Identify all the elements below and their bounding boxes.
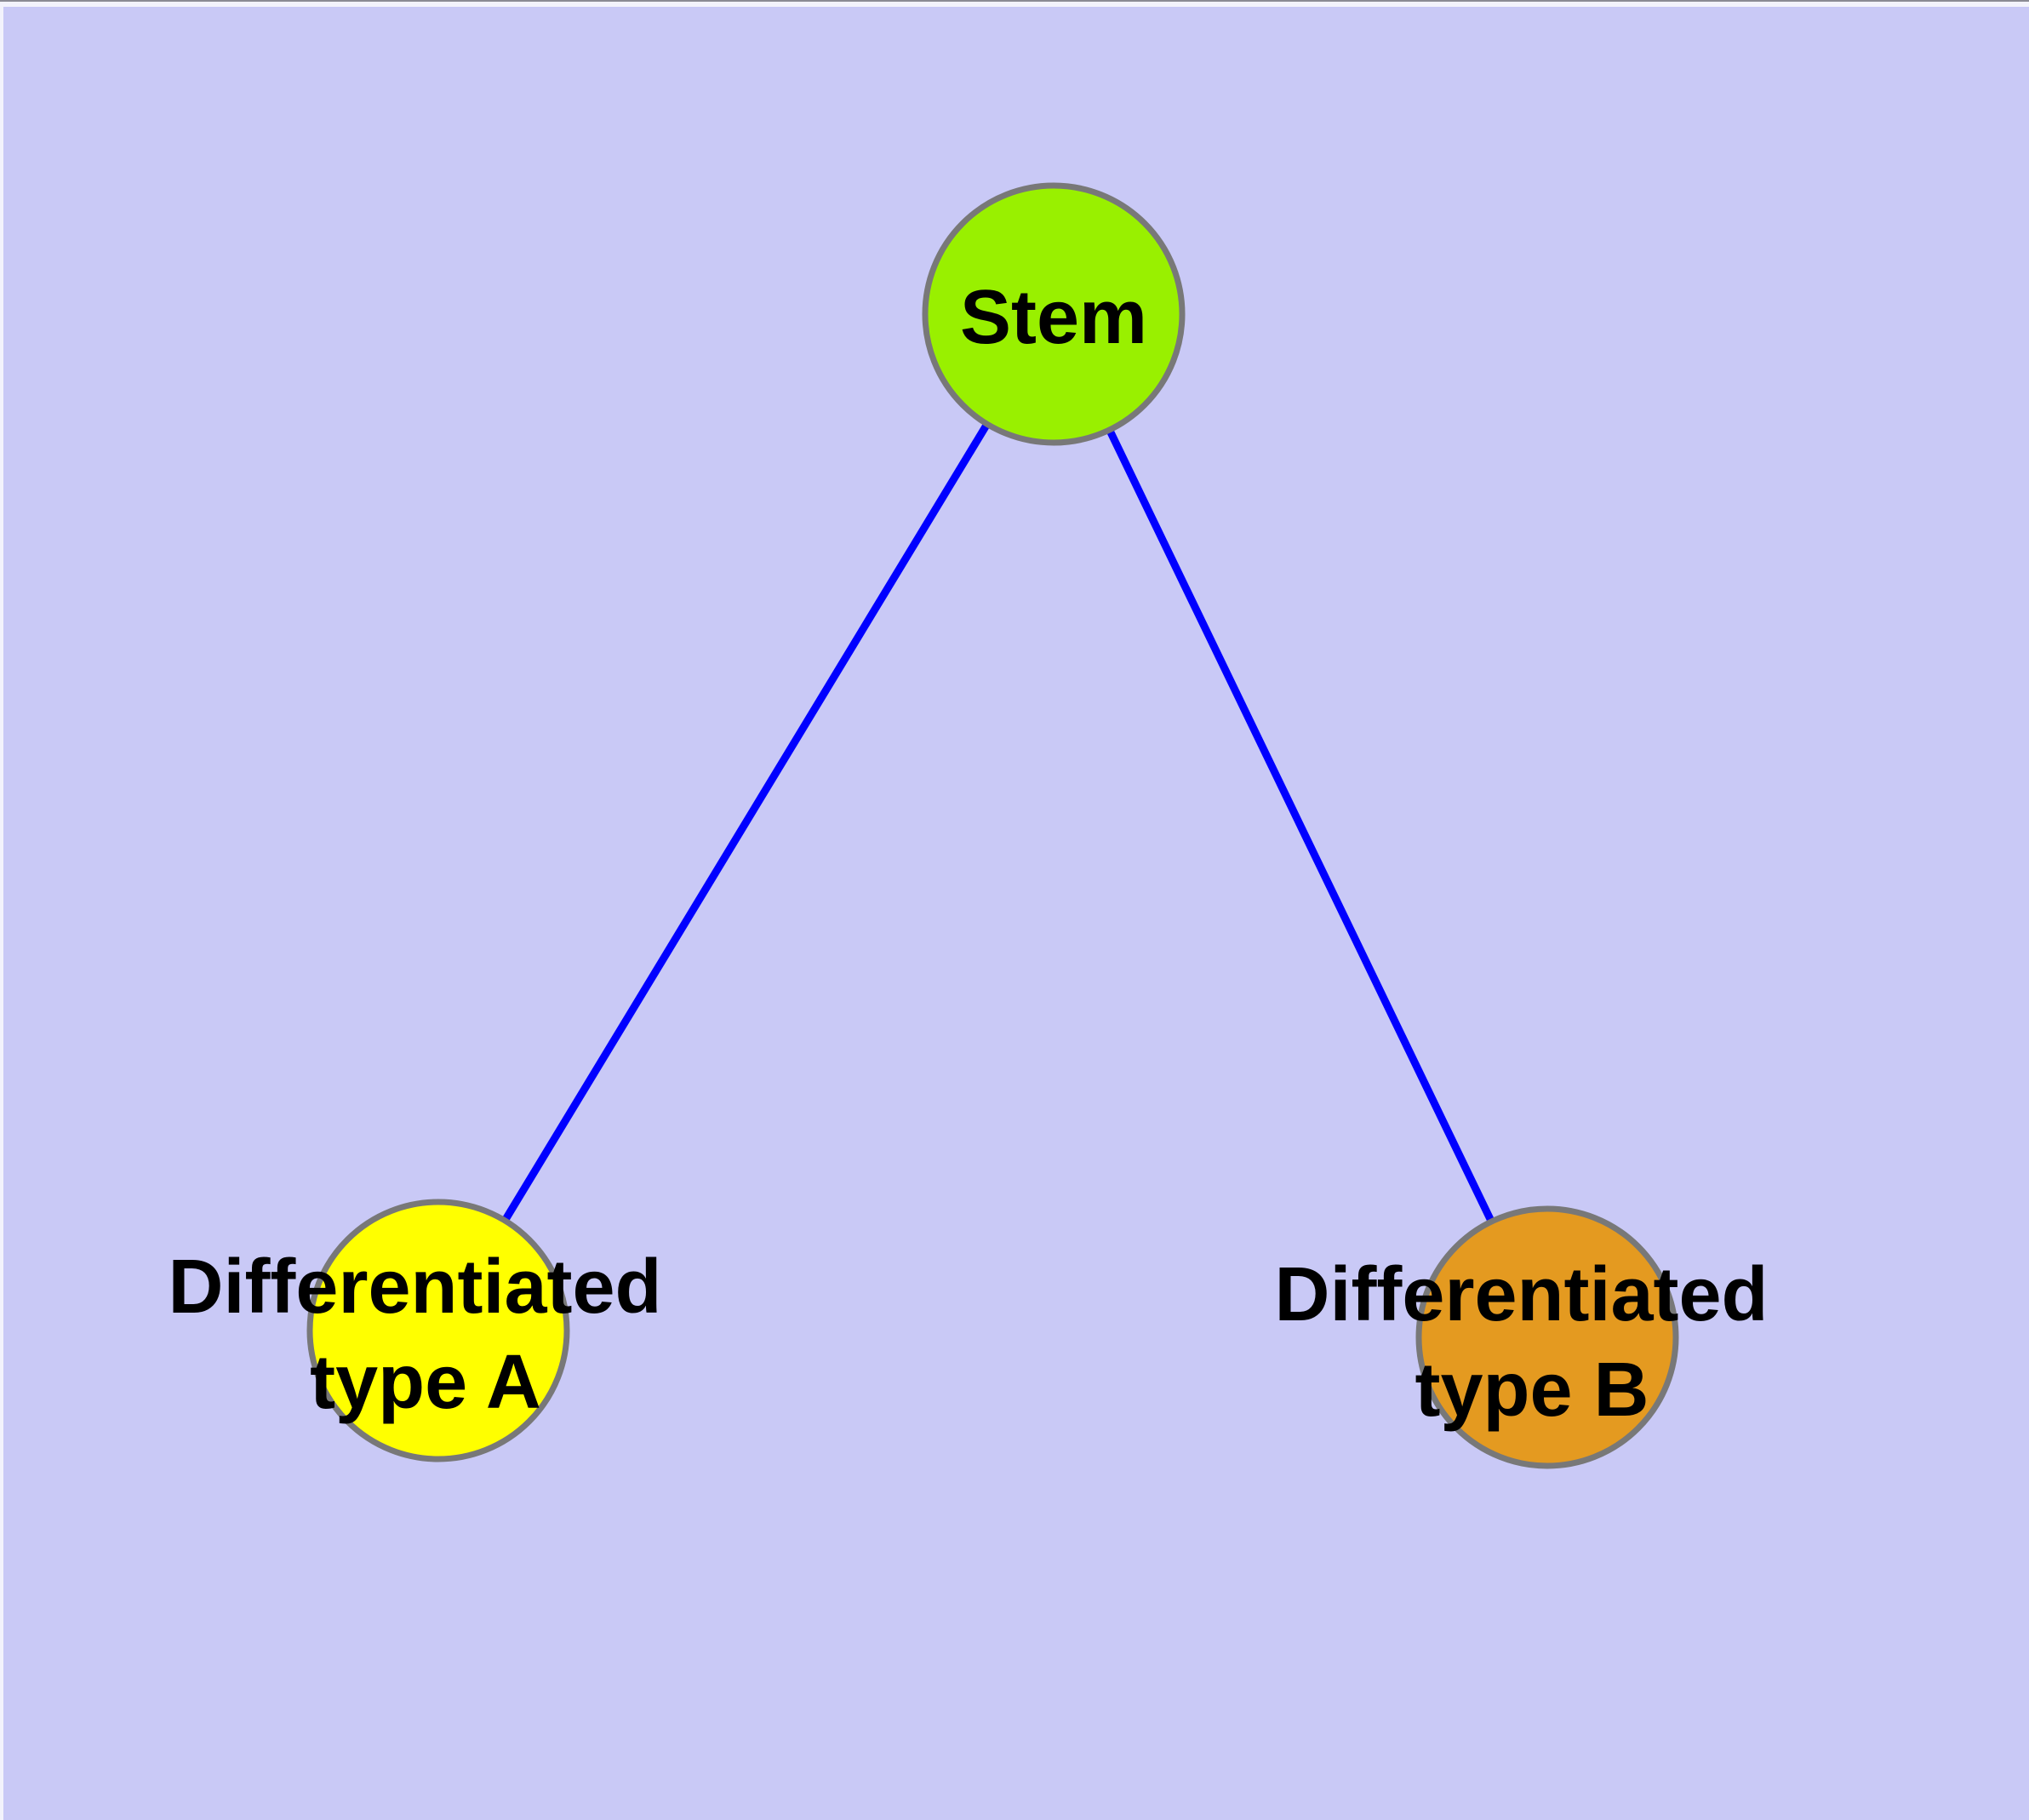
graph-nodes <box>306 182 1679 1469</box>
node-type-a-circle <box>306 1199 570 1462</box>
node-type-b-label: Differentiated type B <box>1274 1252 1789 1433</box>
node-stem-circle <box>922 182 1186 446</box>
graph-edges <box>435 312 1552 1339</box>
window-top-hairline <box>0 0 2029 2</box>
node-type-a-label: Differentiated type A <box>168 1245 683 1425</box>
window-left-highlight <box>0 2 3 1820</box>
node-type-b-label-line-1: Differentiated <box>1274 1252 1768 1337</box>
edge-stem-to-type-a <box>435 312 1057 1333</box>
node-type-b-circle <box>1415 1205 1679 1469</box>
node-type-b-label-line-2: type B <box>1415 1348 1649 1433</box>
node-type-a-label-line-2: type A <box>310 1340 541 1425</box>
edge-stem-to-type-b <box>1049 312 1552 1339</box>
node-stem-label: Stem <box>960 275 1147 360</box>
window-top-highlight <box>0 2 2029 7</box>
node-type-a-label-line-1: Differentiated <box>168 1245 661 1330</box>
graph-node-labels: Stem Differentiated type A Differentiate… <box>168 275 1789 1433</box>
